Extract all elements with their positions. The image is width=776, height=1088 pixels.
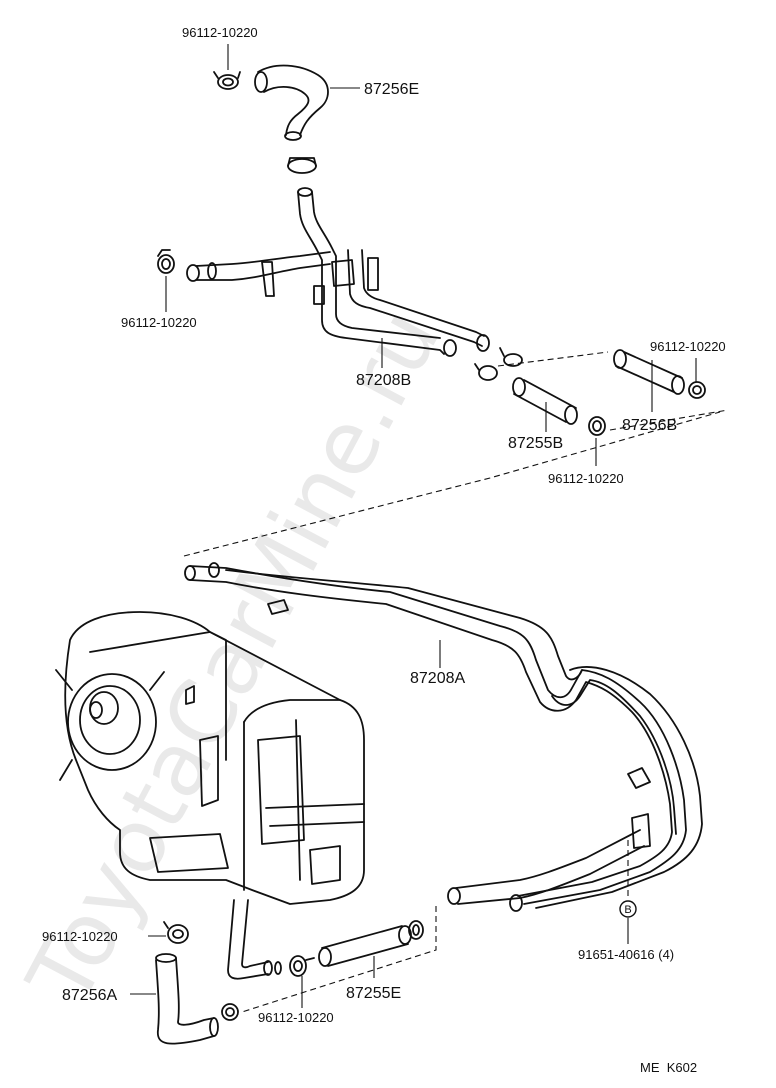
label-clamp-top[interactable]: 96112-10220 (182, 25, 258, 40)
clamp-lower[interactable] (289, 955, 315, 977)
hose-87256e[interactable] (254, 64, 329, 141)
blower-motor[interactable] (55, 669, 165, 781)
label-hose-87255b[interactable]: 87255B (508, 435, 563, 452)
label-bolt[interactable]: 91651-40616 (4) (578, 947, 674, 962)
clamp-pair-b[interactable] (474, 347, 523, 381)
ref-mark-b: B (619, 900, 637, 918)
clamp-mid[interactable] (588, 416, 606, 436)
hose-87256b[interactable] (613, 349, 685, 395)
hose-87255e[interactable] (318, 925, 412, 967)
clamp-mid-top[interactable] (287, 157, 317, 174)
label-pipe-87208a[interactable]: 87208A (410, 670, 465, 687)
label-hose-87256b[interactable]: 87256B (622, 417, 677, 434)
pipe-87208b[interactable] (186, 187, 490, 357)
clamp-lower-left[interactable] (163, 921, 189, 944)
clamp-left[interactable] (157, 249, 175, 274)
label-clamp-lower[interactable]: 96112-10220 (258, 1010, 334, 1025)
label-clamp-right[interactable]: 96112-10220 (650, 339, 726, 354)
pipe-87208a[interactable] (184, 562, 703, 912)
page-code: ME K602 (640, 1060, 697, 1075)
clamp-right[interactable] (688, 381, 706, 399)
label-hose-87255e[interactable]: 87255E (346, 985, 401, 1002)
label-clamp-mid[interactable]: 96112-10220 (548, 471, 624, 486)
clamp-e-right[interactable] (408, 920, 424, 940)
hose-87255b[interactable] (512, 377, 578, 425)
clamp-lower-bottom[interactable] (221, 1003, 239, 1021)
label-clamp-lower-left[interactable]: 96112-10220 (42, 929, 118, 944)
label-hose-87256e[interactable]: 87256E (364, 81, 419, 98)
leader-lines (130, 44, 697, 1008)
label-clamp-left[interactable]: 96112-10220 (121, 315, 197, 330)
label-hose-87256a[interactable]: 87256A (62, 987, 117, 1004)
hose-87256a[interactable] (155, 953, 219, 1045)
connection-lines (183, 351, 729, 1013)
drain-pipe[interactable] (227, 899, 282, 980)
label-pipe-87208b[interactable]: 87208B (356, 372, 411, 389)
clamp-top[interactable] (213, 71, 241, 90)
heater-unit[interactable] (64, 611, 365, 905)
ref-mark-b-text: B (624, 904, 631, 916)
